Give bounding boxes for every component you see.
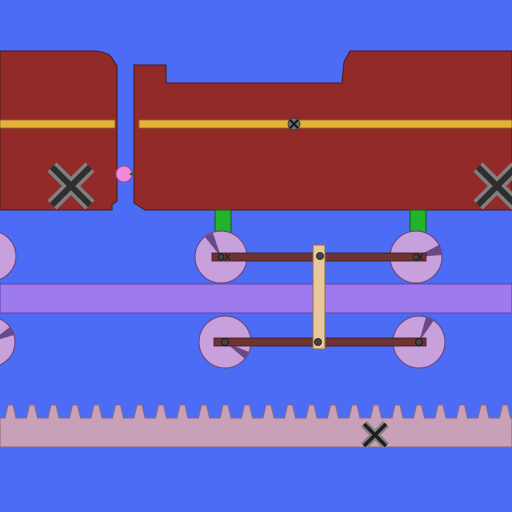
partial-wheel-lower-left[interactable] [0,317,16,367]
pivot-points [217,252,424,346]
pivot-dot [314,338,322,346]
delete-marker-rack[interactable] [361,421,389,449]
coupler-pin [129,171,134,177]
wheel-spoke [205,233,221,257]
right-car-body[interactable] [133,50,512,211]
wheel-spoke [419,317,434,342]
left-car-stripe [0,119,116,129]
pivot-dot [221,338,229,346]
pin-marker-roof[interactable] [287,117,301,131]
pin-x-mark-icon [224,253,231,261]
right-train-car[interactable] [133,50,512,211]
pin-x-mark-icon [417,253,424,261]
delete-marker-right-car[interactable] [473,162,512,210]
pivot-dot [316,252,324,260]
pivot-dot [412,253,420,261]
left-car-body[interactable] [0,50,118,211]
x-mark-icon [289,119,299,129]
wheel-disc[interactable] [0,231,17,281]
pivot-dot [217,253,225,261]
x-mark-icon [49,164,93,208]
coupler-joint[interactable] [115,165,134,183]
partial-wheel-upper-left[interactable] [0,231,17,281]
x-mark-icon [362,422,388,448]
pivot-dot [415,338,423,346]
rack-body[interactable] [0,404,512,448]
wheel-spoke [0,327,14,340]
right-car-stripe [138,119,512,129]
vertical-link-bar[interactable] [312,244,326,350]
x-mark-icon [475,164,512,208]
delete-marker-left-car[interactable] [47,162,95,210]
horizontal-rail[interactable] [0,283,512,314]
left-train-car[interactable] [0,50,118,211]
toothed-rack[interactable] [0,404,512,448]
